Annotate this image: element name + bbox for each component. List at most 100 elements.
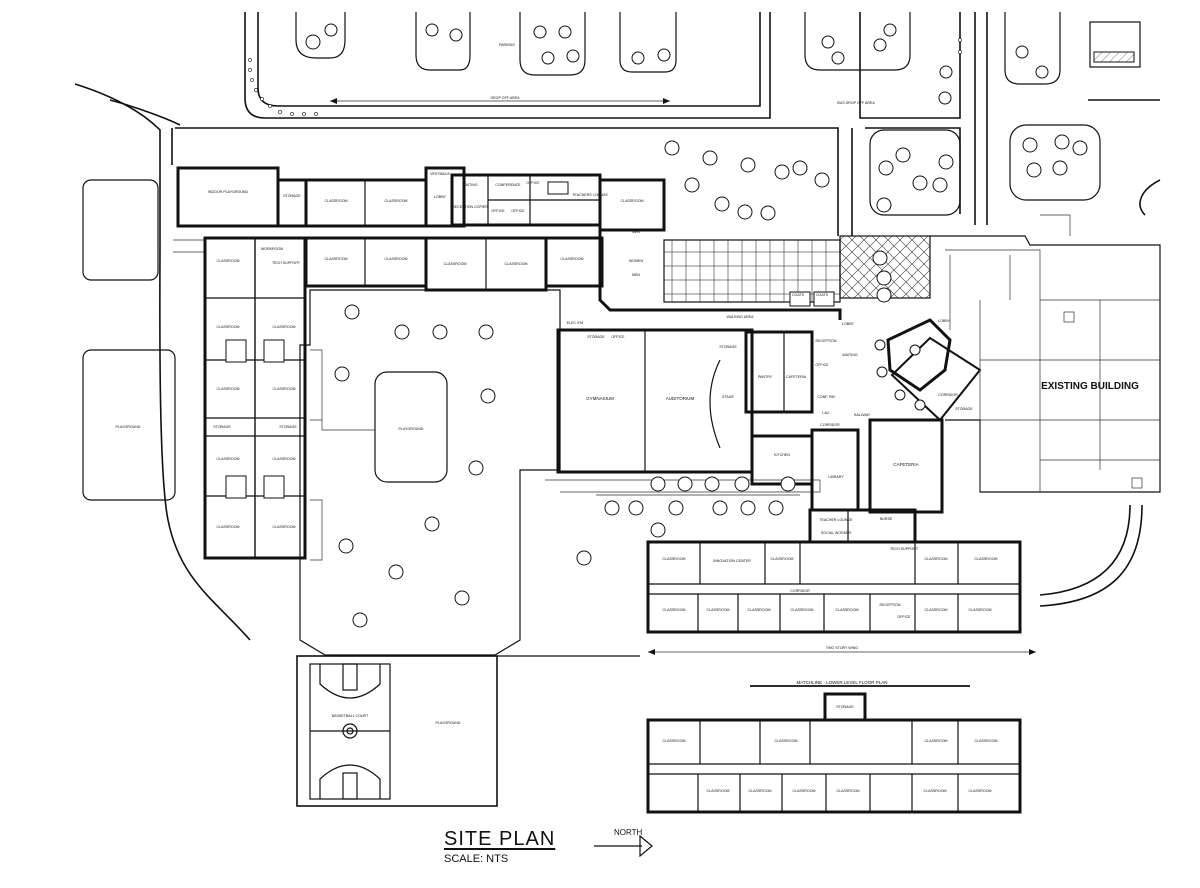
room-classroom-s10: CLASSROOM	[925, 608, 948, 612]
room-corridor-e: CORRIDOR	[938, 393, 958, 397]
room-pantry: PANTRY	[758, 375, 773, 379]
north-arrow: NORTH	[592, 828, 656, 860]
room-classroom-w7: CLASSROOM	[273, 457, 296, 461]
room-cafeteria-1: CAFETERIA	[786, 375, 807, 379]
room-classroom-s8: CLASSROOM	[791, 608, 814, 612]
existing-building	[930, 214, 1161, 493]
room-teachers-lounge: TEACHERS LOUNGE	[572, 193, 608, 197]
south-wing-upper	[646, 508, 1022, 634]
room-classroom-s7: CLASSROOM	[748, 608, 771, 612]
room-storage-e: STORAGE	[955, 407, 973, 411]
room-classroom-n4: CLASSROOM	[325, 257, 348, 261]
room-classroom-n8: CLASSROOM	[561, 257, 584, 261]
room-classroom-l7: CLASSROOM	[793, 789, 816, 793]
room-office-s: OFFICE	[897, 615, 911, 619]
west-wing	[203, 236, 307, 560]
room-classroom-l5: CLASSROOM	[707, 789, 730, 793]
room-waiting-c: WAITING	[842, 353, 857, 357]
room-office-c1: OFFICE	[611, 335, 625, 339]
site-plan-title: SITE PLAN	[444, 828, 556, 850]
room-lav: LAV.	[822, 411, 829, 415]
room-classroom-n2: CLASSROOM	[385, 199, 408, 203]
room-lobby-e: LOBBY	[938, 319, 951, 323]
bus-drop-off-label: BUS DROP OFF AREA	[837, 101, 875, 105]
north-arrow-icon	[594, 834, 653, 858]
room-classroom-n5: CLASSROOM	[385, 257, 408, 261]
room-corridor-s: CORRIDOR	[790, 589, 810, 593]
room-classroom-w8: CLASSROOM	[217, 525, 240, 529]
room-office-1: OFFICE	[526, 181, 540, 185]
room-classroom-s1: CLASSROOM	[663, 557, 686, 561]
room-walking-area: WALKING AREA	[726, 315, 754, 319]
room-innovation-center: INNOVATION CENTER	[713, 559, 751, 563]
room-classroom-l4: CLASSROOM	[975, 739, 998, 743]
two-story-wing-dimension	[648, 649, 1036, 655]
room-cafeteria-2: CAFETERIA	[893, 462, 918, 467]
room-classroom-l3: CLASSROOM	[925, 739, 948, 743]
roads	[74, 12, 1161, 641]
room-social-worker: SOCIAL WORKER	[821, 531, 852, 535]
existing-building-label-1: EXISTING BUILDING	[1041, 381, 1139, 392]
room-classroom-w9: CLASSROOM	[273, 525, 296, 529]
room-gymnasium: GYMNASIUM	[586, 396, 614, 401]
basketball-court-label: BASKETBALL COURT	[332, 714, 369, 718]
north-label: NORTH	[614, 828, 643, 837]
parking-label: PARKING	[499, 43, 515, 47]
parking-islands	[295, 12, 1141, 216]
room-tech-support: TECH SUPPORT	[272, 261, 301, 265]
room-coats-2: COATS	[816, 293, 829, 297]
room-women-1: WOMEN	[629, 259, 644, 263]
room-classroom-l8: CLASSROOM	[837, 789, 860, 793]
room-conf-rm: CONF. RM	[817, 395, 834, 399]
room-nurse: NURSE	[880, 517, 893, 521]
room-reception-s: RECEPTION	[880, 603, 901, 607]
room-classroom-s4: CLASSROOM	[975, 557, 998, 561]
playground-center	[374, 371, 448, 483]
two-story-wing-label: TWO STORY WING	[826, 646, 859, 650]
room-storage-n1: STORAGE	[283, 194, 301, 198]
room-classroom-s3: CLASSROOM	[925, 557, 948, 561]
room-classroom-w2: CLASSROOM	[217, 325, 240, 329]
room-reception: RECEPTION	[816, 339, 837, 343]
room-classroom-l1: CLASSROOM	[663, 739, 686, 743]
room-classroom-s5: CLASSROOM	[663, 608, 686, 612]
room-classroom-s11: CLASSROOM	[969, 608, 992, 612]
room-library: LIBRARY	[828, 475, 844, 479]
room-reception-copier: RECEPTION COPIER	[452, 205, 488, 209]
room-classroom-w3: CLASSROOM	[273, 325, 296, 329]
playground-west	[82, 349, 176, 501]
room-stage: STAGE	[722, 395, 735, 399]
room-classroom-l9: CLASSROOM	[924, 789, 947, 793]
room-storage-w2: STORAGE	[279, 425, 297, 429]
room-men-2: MEN	[632, 273, 640, 277]
room-vestibule: VESTIBULE	[430, 172, 450, 176]
playground-west-label: PLAYGROUND	[116, 425, 141, 429]
room-teacher-lounge-s: TEACHER LOUNGE	[819, 518, 853, 522]
room-indoor-playground: INDOOR PLAYGROUND	[208, 190, 249, 194]
room-tech-support-s: TECH SUPPORT	[890, 547, 919, 551]
room-classroom-w4: CLASSROOM	[217, 387, 240, 391]
room-classroom-s6: CLASSROOM	[707, 608, 730, 612]
room-classroom-l6: CLASSROOM	[749, 789, 772, 793]
playground-west-north	[82, 179, 159, 281]
matchline-label: MATCHLINE - LOWER LEVEL FLOOR PLAN	[796, 680, 887, 685]
room-conference: CONFERENCE	[495, 183, 521, 187]
courtyard	[299, 289, 561, 656]
room-classroom-n6: CLASSROOM	[444, 262, 467, 266]
room-classroom-w5: CLASSROOM	[273, 387, 296, 391]
room-storage-c2: STORAGE	[719, 345, 737, 349]
scale-label: SCALE: NTS	[444, 853, 509, 865]
room-classroom-n3: CLASSROOM	[621, 199, 644, 203]
room-office-c2: OFFICE	[815, 363, 829, 367]
room-lobby-c: LOBBY	[842, 322, 855, 326]
room-storage-l: STORAGE	[836, 705, 854, 709]
central-block	[556, 230, 982, 514]
trees	[305, 23, 1088, 628]
drop-off-label: DROP OFF AREA	[490, 96, 520, 100]
room-elec-fm: ELEC./FM	[567, 321, 584, 325]
room-classroom-w6: CLASSROOM	[217, 457, 240, 461]
room-corridor-c: CORRIDOR	[820, 423, 840, 427]
room-classroom-n7: CLASSROOM	[505, 262, 528, 266]
curb-dots	[248, 38, 962, 116]
